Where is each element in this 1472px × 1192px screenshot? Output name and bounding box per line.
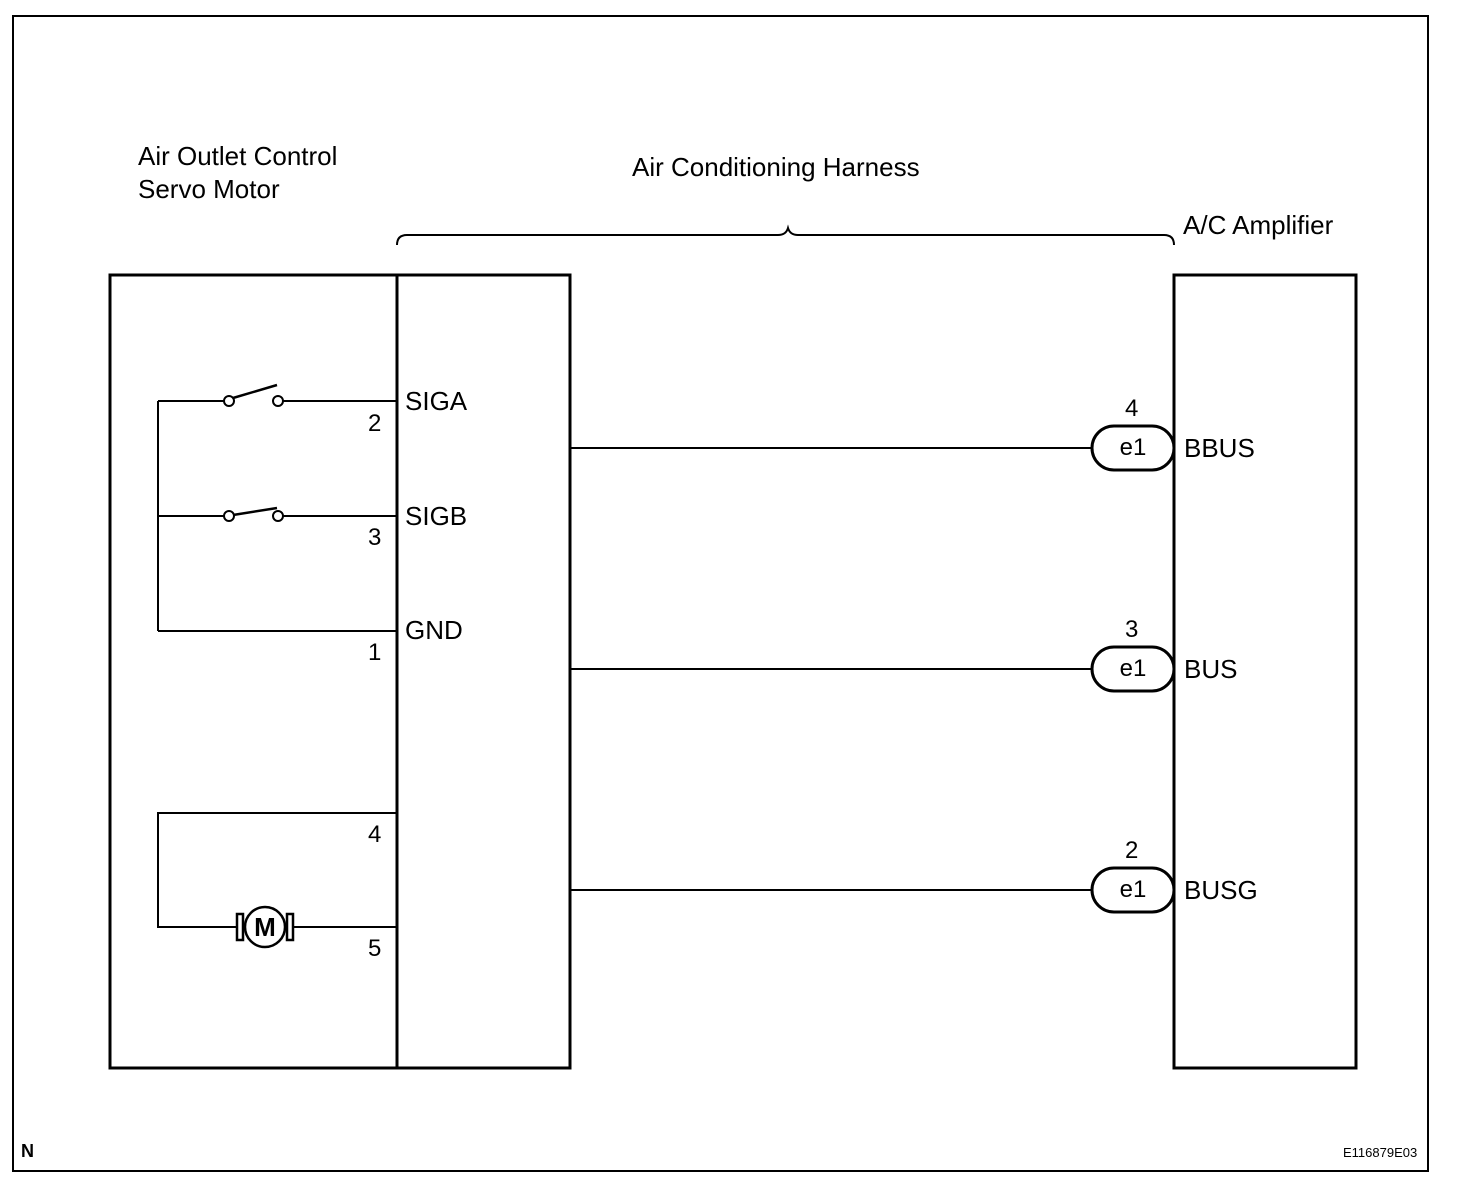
motor-icon: [243, 905, 287, 949]
connector-code-bus: e1: [1119, 655, 1147, 682]
pin-number-sigb: 3: [368, 524, 382, 551]
connector-e1-bbus: [1090, 424, 1176, 472]
sigb-switch-contact-right: [272, 510, 284, 522]
sigb-switch-contact-left: [223, 510, 235, 522]
sigb-switch-blade: [232, 506, 278, 517]
connector-e1-busg: [1090, 866, 1176, 914]
diagram-frame: [12, 15, 1429, 1172]
amp-pin-number-bbus: 4: [1125, 395, 1139, 422]
motor-brush-left: [235, 912, 245, 942]
footer-left-mark: N: [21, 1141, 34, 1161]
amplifier-title: A/C Amplifier: [1183, 210, 1334, 240]
connector-code-bbus: e1: [1119, 434, 1147, 461]
harness-title: Air Conditioning Harness: [632, 152, 920, 182]
motor-brush-right: [285, 912, 295, 942]
pin-number-motor-b: 5: [368, 935, 382, 962]
amp-pin-number-busg: 2: [1125, 837, 1139, 864]
terminal-name-gnd: GND: [405, 615, 463, 645]
motor-loop-wire: [157, 812, 397, 928]
servo-motor-title-line1: Air Outlet Control: [138, 141, 338, 171]
motor-symbol-label: M: [254, 912, 276, 942]
servo-motor-title-line2: Servo Motor: [138, 174, 280, 204]
amp-terminal-name-bbus: BBUS: [1184, 433, 1255, 463]
connector-code-busg: e1: [1119, 876, 1147, 903]
pin-number-motor-a: 4: [368, 821, 382, 848]
siga-switch-blade: [232, 383, 278, 400]
pin-number-gnd: 1: [368, 639, 382, 666]
siga-switch-contact-right: [272, 395, 284, 407]
siga-switch-contact-left: [223, 395, 235, 407]
footer-figure-code: E116879E03: [1343, 1145, 1418, 1160]
connector-e1-bus: [1090, 645, 1176, 693]
servo-motor-box: [108, 273, 572, 1070]
terminal-name-sigb: SIGB: [405, 501, 468, 531]
pin-number-siga: 2: [368, 410, 382, 437]
harness-brace: [396, 224, 1175, 246]
amp-terminal-name-busg: BUSG: [1184, 875, 1258, 905]
amp-terminal-name-bus: BUS: [1184, 654, 1238, 684]
amp-pin-number-bus: 3: [1125, 616, 1139, 643]
terminal-name-siga: SIGA: [405, 386, 468, 416]
